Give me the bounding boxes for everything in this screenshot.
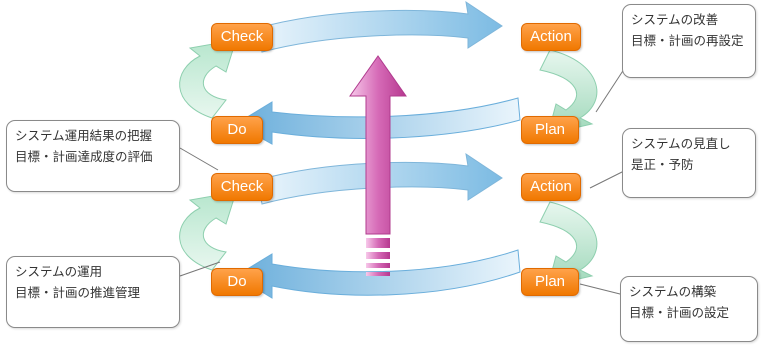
callout-operation-line1: システムの運用 bbox=[15, 264, 103, 279]
callout-revision-line2: 是正・予防 bbox=[631, 157, 694, 172]
callout-improvement-line2: 目標・計画の再設定 bbox=[631, 33, 744, 48]
lower-action-label: Action bbox=[521, 173, 581, 201]
upper-plan-label: Plan bbox=[521, 116, 579, 144]
lower-check-label: Check bbox=[211, 173, 273, 201]
callout-operation-line2: 目標・計画の推進管理 bbox=[15, 285, 141, 300]
callout-improvement-line1: システムの改善 bbox=[631, 12, 719, 27]
callout-construction-line1: システムの構築 bbox=[629, 284, 717, 299]
upper-check-label: Check bbox=[211, 23, 273, 51]
callout-review-line2: 目標・計画達成度の評価 bbox=[15, 149, 153, 164]
lower-do-label: Do bbox=[211, 268, 263, 296]
callout-review-line1: システム運用結果の把握 bbox=[15, 128, 153, 143]
lower-left-arrow bbox=[179, 191, 237, 271]
callout-construction-line2: 目標・計画の設定 bbox=[629, 305, 730, 320]
lower-plan-label: Plan bbox=[521, 268, 579, 296]
callout-review: システム運用結果の把握 目標・計画達成度の評価 bbox=[6, 120, 180, 192]
improvement-up-arrow bbox=[349, 55, 407, 276]
callout-improvement: システムの改善 目標・計画の再設定 bbox=[622, 4, 756, 78]
upper-left-arrow bbox=[179, 39, 237, 119]
callout-construction: システムの構築 目標・計画の設定 bbox=[620, 276, 758, 342]
callout-revision: システムの見直し 是正・予防 bbox=[622, 128, 756, 198]
callout-revision-line1: システムの見直し bbox=[631, 136, 731, 151]
callout-operation: システムの運用 目標・計画の推進管理 bbox=[6, 256, 180, 328]
upper-action-label: Action bbox=[521, 23, 581, 51]
upper-do-label: Do bbox=[211, 116, 263, 144]
upper-top-arrow bbox=[257, 0, 503, 53]
